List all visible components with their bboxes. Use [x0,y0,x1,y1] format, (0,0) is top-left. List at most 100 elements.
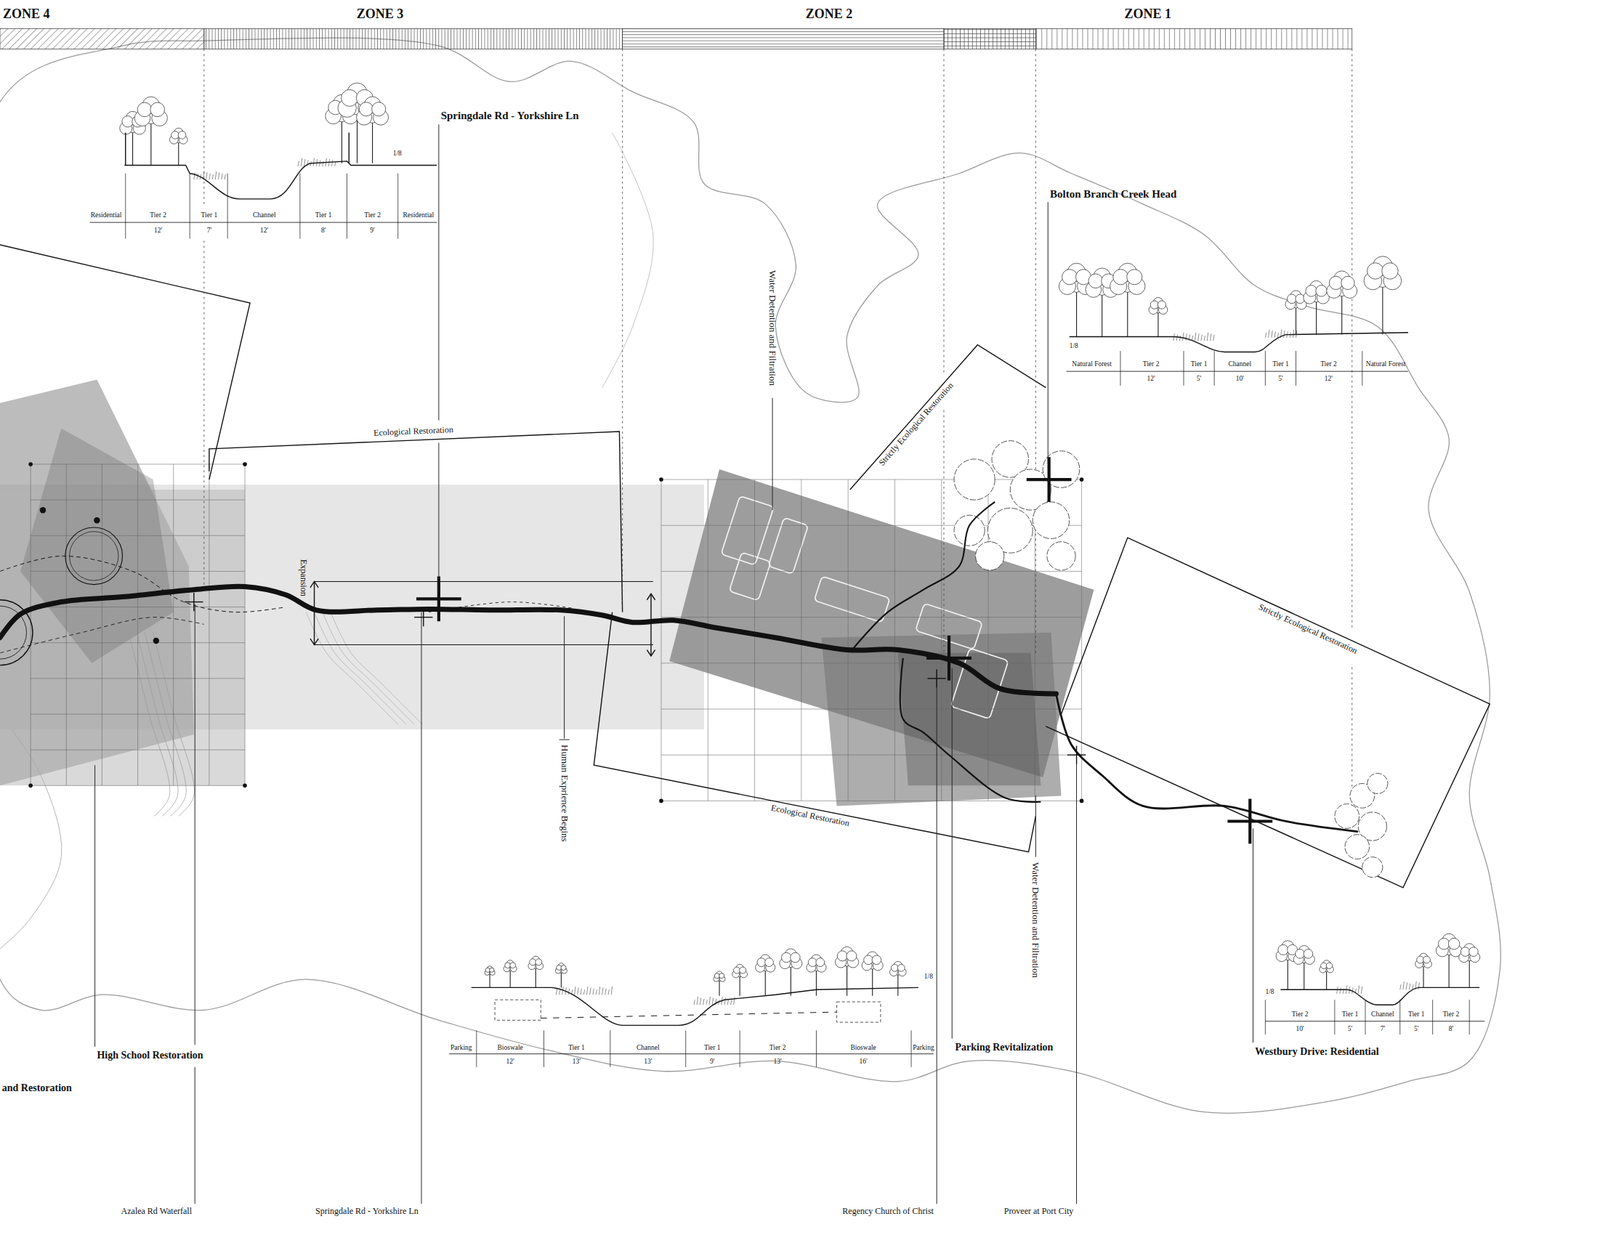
grid-line [754,479,755,801]
dimension: 10' [1296,1024,1305,1032]
grass-sketch [319,159,321,166]
grass-sketch [215,171,216,180]
grass-sketch [571,989,572,995]
building-outline [728,552,771,601]
zone-boundary [203,48,205,204]
tree-sketch [1435,933,1462,988]
zone-bar [0,28,205,49]
section-label: Bioswale [497,1044,523,1052]
section-label: Bioswale [850,1044,876,1052]
tree-canopy [954,515,985,546]
grass-sketch [297,161,299,167]
map-note: Water Detention and Filtration [1030,862,1041,979]
leader-line [94,765,96,1048]
grid-line [894,479,896,801]
ground-profile [124,161,437,200]
grid-line [30,499,245,501]
zone-boundary [943,410,945,654]
table-rule [189,173,191,240]
dimension-label: Expansion [297,559,308,597]
leader-line [1047,201,1049,465]
grid-line [30,571,245,572]
leader-line [1252,828,1254,1043]
grid-line [30,714,245,715]
leader-line [1035,795,1037,857]
grass-sketch [592,988,594,995]
grass-sketch [1277,332,1279,338]
grass-sketch [1185,333,1187,341]
grass-sketch [1194,332,1196,341]
arrow-head [646,650,655,657]
point-marker [93,517,100,524]
grid-line [661,709,1082,710]
zone-frame [1045,537,1490,888]
grass-sketch [209,173,210,180]
grid-line [30,535,245,537]
watershed-boundary [0,37,1501,1114]
grass-sketch [590,987,591,995]
zone-frame [593,612,1036,853]
grass-sketch [1418,982,1420,990]
section-label: Tier 1 [704,1044,721,1052]
grid-line [208,464,210,786]
grass-sketch [206,172,208,180]
table-rule [90,222,437,224]
zone-frame [850,345,1047,490]
grid-line [30,785,245,787]
section-label: Tier 2 [1320,360,1337,368]
grid-line [661,662,1082,664]
section-label: Tier 2 [364,211,381,219]
grass-sketch [721,996,723,1005]
feature-circle [69,531,118,581]
grass-sketch [583,989,585,995]
contour-line [330,612,423,725]
grid-line [1081,479,1082,801]
table-rule [609,1030,611,1068]
dimension: 13' [643,1057,652,1065]
grass-sketch [1201,334,1202,341]
table-rule [227,173,229,240]
zone-boundary [943,48,945,375]
dimension: 12' [506,1057,515,1065]
grass-sketch [699,997,701,1005]
creek-channel [0,586,1056,694]
grass-sketch [1352,987,1353,994]
location-label: Proveer at Port City [1004,1207,1074,1218]
section-label: Tier 2 [1443,1010,1460,1018]
tree-sketch [1275,940,1300,990]
grid-line [940,479,942,801]
section-label: Tier 1 [1272,360,1290,368]
table-rule [1295,350,1297,386]
zone-bar [943,28,1036,49]
zone-title: ZONE 4 [2,6,51,22]
grass-sketch [1179,335,1181,341]
dimension: 10' [1235,374,1244,383]
frame-label: Strictly Ecological Restoration [877,380,956,468]
creek-channel [1055,693,1357,832]
grass-sketch [1210,333,1212,341]
grass-sketch [1203,335,1205,341]
scale-note: 1/8 [1069,342,1079,350]
grass-sketch [577,987,579,995]
grass-sketch [574,986,576,995]
section-label: Tier 2 [1291,1010,1309,1018]
tributary [900,658,1042,803]
grid-line [30,642,245,644]
section-label: Tier 1 [1190,360,1208,368]
arrow-head [310,638,319,645]
grass-sketch [1339,987,1341,994]
grass-sketch [555,988,557,995]
leader-line [1076,760,1077,1204]
section-label: Tier 1 [315,211,333,219]
section-title: High School Restoration [96,1050,203,1062]
tree-sketch [1148,297,1168,338]
grid-line [66,464,67,786]
tree-sketch [134,96,168,165]
leader-line [563,616,565,739]
table-rule [299,173,301,240]
dimension: 13' [773,1057,782,1065]
grass-sketch [310,161,311,167]
tree-canopy [1362,857,1383,878]
section-label: Channel [1371,1010,1395,1018]
location-label: Azalea Rd Waterfall [121,1207,192,1218]
